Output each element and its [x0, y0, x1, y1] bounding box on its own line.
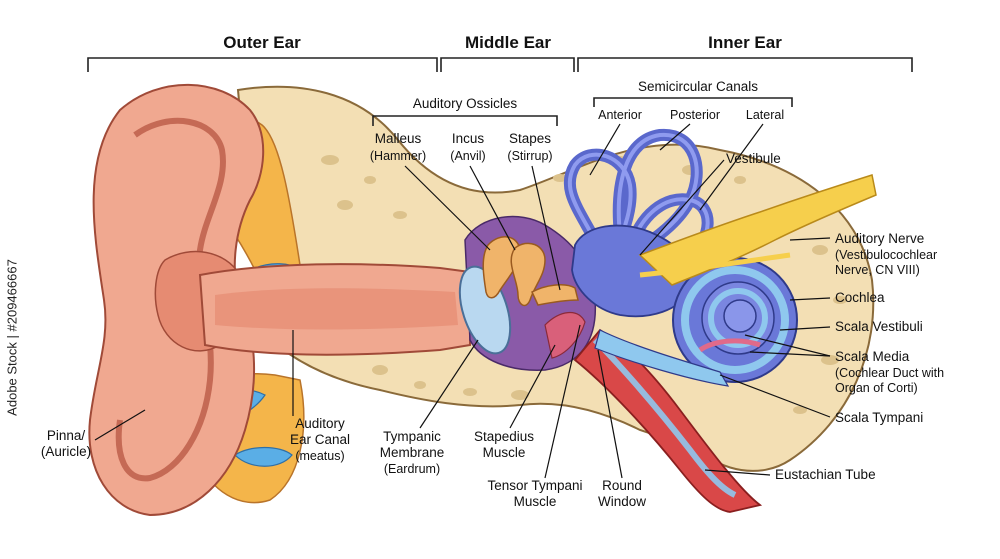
scala-media-leader-2 — [749, 351, 831, 357]
auditory-canal-inner — [215, 288, 458, 330]
cochlea-label: Cochlea — [835, 290, 885, 305]
outer-ear-bracket — [87, 57, 438, 72]
cochlea-turn-2-fluid — [708, 288, 768, 348]
scala-media-sublabel-1: (Cochlear Duct with — [835, 366, 944, 380]
round-window-label-1: Round — [602, 478, 642, 493]
tympanic-membrane-label-2: Membrane — [380, 445, 445, 460]
stapedius-muscle-leader — [509, 344, 556, 429]
scala-media-leader-1 — [744, 334, 831, 357]
incus-sublabel: (Anvil) — [450, 149, 485, 163]
auditory-nerve-sublabel-2: Nerve, CN VIII) — [835, 263, 920, 277]
auditory-ossicles-title: Auditory Ossicles — [413, 96, 518, 111]
ear-canal-sublabel: (meatus) — [295, 449, 344, 463]
incus-label: Incus — [452, 131, 485, 146]
stapes-leader — [531, 165, 561, 291]
pinna-label: Pinna/ — [47, 428, 86, 443]
vestibule-leader — [639, 159, 725, 256]
pinna-leader — [94, 409, 146, 441]
tensor-tympani-leader — [544, 324, 581, 479]
lateral-leader — [699, 123, 764, 211]
incus-bone — [510, 242, 546, 307]
eustachian-tube-label: Eustachian Tube — [775, 467, 876, 482]
stapes-label: Stapes — [509, 131, 551, 146]
auditory-nerve-label: Auditory Nerve — [835, 231, 924, 246]
tympanic-membrane-leader — [419, 339, 479, 429]
malleus-sublabel: (Hammer) — [370, 149, 426, 163]
anterior-leader — [589, 123, 621, 176]
tympanic-membrane-label-1: Tympanic — [383, 429, 441, 444]
stapes-sublabel: (Stirrup) — [507, 149, 552, 163]
eustachian-tube-leader — [704, 469, 771, 476]
scala-media-sublabel-2: Organ of Corti) — [835, 381, 918, 395]
malleus-leader — [404, 165, 491, 251]
inner-ear-bracket — [577, 57, 913, 72]
auditory-nerve-leader — [789, 237, 831, 241]
auditory-nerve — [638, 174, 877, 286]
scala-vestibuli-ring — [681, 266, 789, 374]
outer-ear-title: Outer Ear — [223, 33, 301, 52]
anterior-label: Anterior — [598, 108, 642, 122]
tensor-tympani-label-2: Muscle — [514, 494, 557, 509]
cochlea-leader — [789, 297, 831, 301]
incus-leader — [469, 165, 516, 251]
scala-vestibuli-leader — [779, 326, 831, 331]
scala-vestibuli-label: Scala Vestibuli — [835, 319, 923, 334]
tensor-tympani-label-1: Tensor Tympani — [487, 478, 582, 493]
round-window-leader — [597, 349, 623, 479]
posterior-label: Posterior — [670, 108, 720, 122]
inner-ear-title: Inner Ear — [708, 33, 782, 52]
middle-ear-bracket — [440, 57, 575, 72]
semicircular-canals-title: Semicircular Canals — [638, 79, 758, 94]
lateral-label: Lateral — [746, 108, 784, 122]
cochlea-turn-3 — [723, 299, 757, 333]
nerve-branch — [639, 252, 791, 278]
malleus-label: Malleus — [375, 131, 422, 146]
semicircular-canals-bracket — [593, 97, 793, 107]
leader-lines — [94, 123, 831, 479]
auditory-nerve-sublabel-1: (Vestibulocochlear — [835, 248, 937, 262]
fluid-pocket-4 — [234, 446, 293, 467]
middle-ear-title: Middle Ear — [465, 33, 551, 52]
pinna-sublabel: (Auricle) — [41, 444, 91, 459]
stapedius-muscle — [544, 312, 586, 359]
cochlea-base-duct — [594, 329, 730, 387]
scala-tympani-leader — [719, 374, 831, 418]
stapes-bone — [531, 284, 579, 306]
ear-canal-label-1: Auditory — [295, 416, 345, 431]
stapedius-muscle-label-1: Stapedius — [474, 429, 534, 444]
malleus-bone — [482, 236, 521, 299]
tympanic-membrane-sublabel: (Eardrum) — [384, 462, 440, 476]
scala-media-label: Scala Media — [835, 349, 910, 364]
stock-credit-text: Adobe Stock | #209466667 — [4, 259, 20, 416]
auditory-ossicles-bracket — [372, 115, 558, 126]
posterior-leader — [659, 123, 691, 151]
scala-tympani-label: Scala Tympani — [835, 410, 923, 425]
ear-canal-label-2: Ear Canal — [290, 432, 350, 447]
vestibule-label: Vestibule — [726, 151, 781, 166]
stapedius-muscle-label-2: Muscle — [483, 445, 526, 460]
round-window-label-2: Window — [598, 494, 646, 509]
scala-media-organ-of-corti — [698, 338, 761, 353]
eustachian-tube-lining — [592, 337, 737, 498]
